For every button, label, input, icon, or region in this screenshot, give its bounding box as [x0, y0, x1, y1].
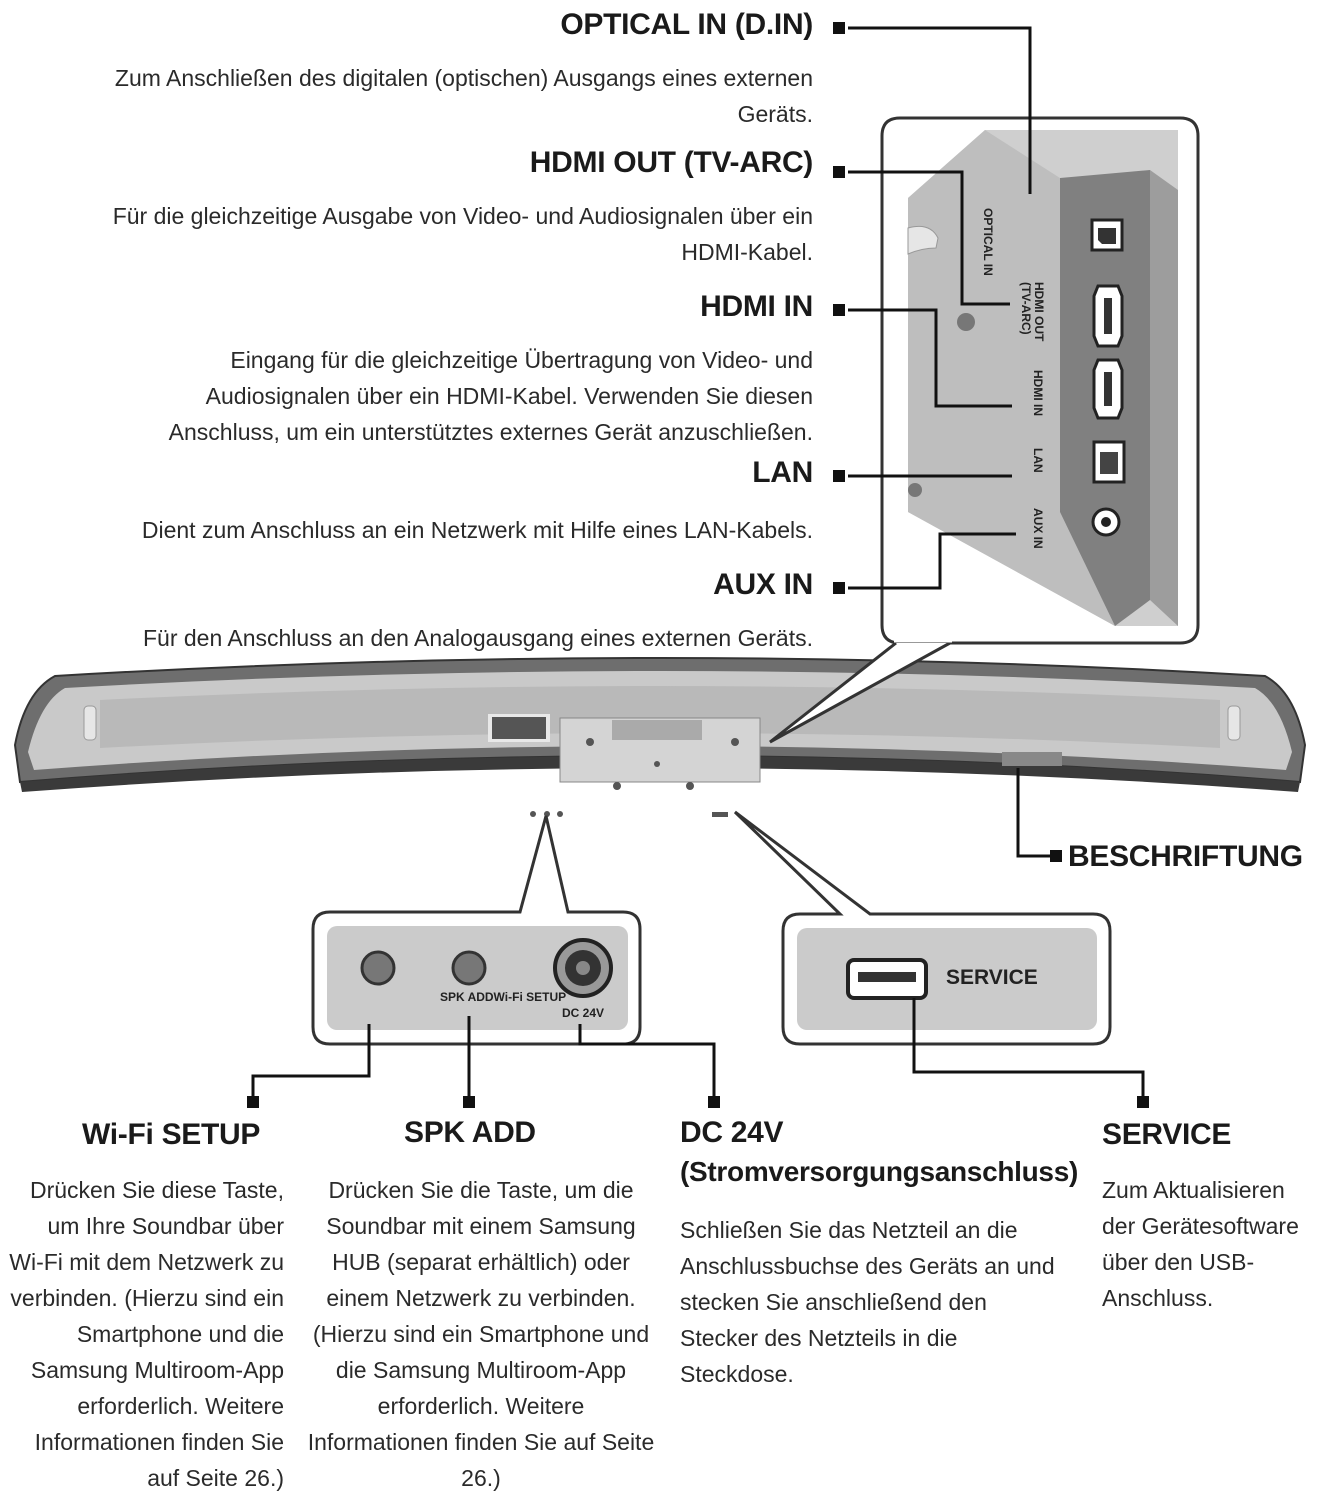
- panel-label-aux-in: AUX IN: [1031, 508, 1045, 549]
- panel-label-hdmi-out: HDMI OUT (TV-ARC): [1019, 282, 1046, 342]
- beschriftung-marker: [1050, 850, 1062, 862]
- spk-add-desc: Drücken Sie die Taste, um die Soundbar m…: [307, 1177, 655, 1491]
- spk-add-title: SPK ADD: [404, 1116, 536, 1149]
- beschriftung-title: BESCHRIFTUNG: [1068, 840, 1303, 873]
- service-panel-label: SERVICE: [946, 966, 1038, 989]
- dc-24v-desc: Schließen Sie das Netzteil an die Anschl…: [680, 1217, 1055, 1387]
- soundbar-illustration: [13, 657, 1307, 817]
- barcode-sticker: [488, 714, 550, 742]
- service-panel-zoom: [733, 810, 1112, 1046]
- dc-24v-subtitle: (Stromversorgungsanschluss): [680, 1156, 1078, 1187]
- button-panel-label: SPK ADDWi-Fi SETUP: [440, 990, 567, 1004]
- hdmi-out-desc: Für die gleichzeitige Ausgabe von Video-…: [112, 203, 813, 265]
- lan-port-icon: [1092, 440, 1126, 484]
- hdmi-in-title: HDMI IN: [700, 290, 813, 323]
- wifi-setup-button-icon: [360, 950, 396, 986]
- aux-in-desc: Für den Anschluss an den Analogausgang e…: [142, 625, 813, 651]
- service-desc: Zum Aktualisieren der Gerätesoftware übe…: [1102, 1177, 1299, 1311]
- top-leader-lines: [848, 26, 1032, 590]
- panel-label-optical-in: OPTICAL IN: [981, 208, 995, 276]
- lan-desc: Dient zum Anschluss an ein Netzwerk mit …: [141, 517, 813, 543]
- hdmi-in-port-icon: [1092, 358, 1124, 420]
- optical-port-icon: [1090, 218, 1124, 252]
- bottom-leader-lines: [251, 998, 1145, 1098]
- panel-label-lan: LAN: [1031, 448, 1045, 473]
- top-leader-markers: [833, 22, 845, 594]
- bottom-leader-markers: [247, 1096, 1149, 1108]
- service-title: SERVICE: [1102, 1118, 1232, 1151]
- lan-title: LAN: [752, 456, 813, 489]
- spk-add-button-icon: [451, 950, 487, 986]
- aux-in-title: AUX IN: [713, 568, 813, 601]
- wifi-setup-title: Wi-Fi SETUP: [82, 1118, 261, 1151]
- beschriftung-leader: [1016, 768, 1052, 858]
- button-panel-zoom: [311, 815, 642, 1046]
- hdmi-out-port-icon: [1092, 284, 1124, 348]
- dc-panel-label: DC 24V: [562, 1006, 605, 1020]
- hdmi-in-desc: Eingang für die gleichzeitige Übertragun…: [168, 347, 813, 445]
- panel-label-hdmi-in: HDMI IN: [1031, 370, 1045, 416]
- aux-port-icon: [1091, 507, 1121, 537]
- usb-port-icon: [846, 958, 928, 1000]
- dc-24v-title: DC 24V: [680, 1116, 784, 1149]
- hdmi-out-title: HDMI OUT (TV-ARC): [529, 146, 814, 179]
- optical-in-title: OPTICAL IN (D.IN): [560, 8, 813, 41]
- wifi-setup-desc: Drücken Sie diese Taste, um Ihre Soundba…: [9, 1177, 284, 1491]
- optical-in-desc: Zum Anschließen des digitalen (optischen…: [114, 65, 813, 127]
